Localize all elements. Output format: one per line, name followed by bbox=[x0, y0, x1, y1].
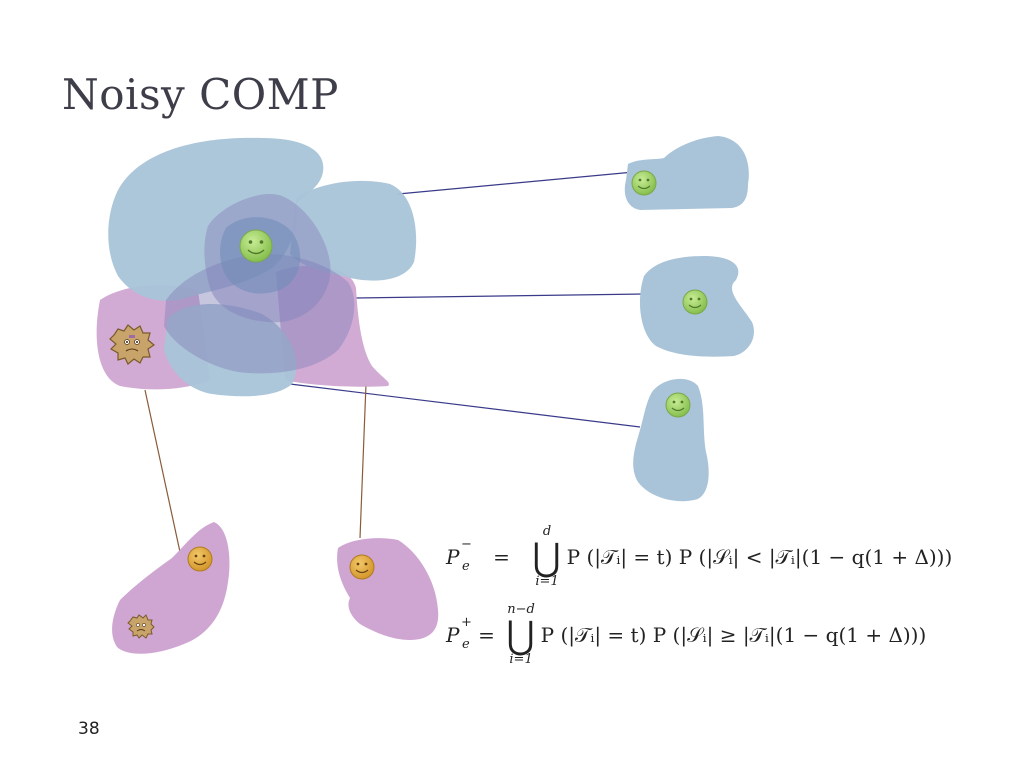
germ-icon bbox=[109, 324, 156, 365]
union-symbol: ⋃ bbox=[533, 535, 562, 579]
connector-line-4 bbox=[144, 389, 181, 553]
smiley-face-icon bbox=[631, 170, 657, 196]
smiley-face-icon bbox=[187, 546, 213, 572]
formula-lhs: P+ e bbox=[446, 615, 472, 652]
union-operator: d ⋃ i=1 bbox=[531, 524, 562, 590]
slide-title: Noisy COMP bbox=[62, 70, 339, 119]
connector-line-3 bbox=[289, 383, 641, 428]
union-upper-limit: d bbox=[542, 524, 552, 539]
smiley-face-icon bbox=[239, 229, 273, 263]
union-upper-limit: n−d bbox=[507, 602, 535, 617]
formula-equals: = bbox=[478, 623, 495, 647]
connector-line-1 bbox=[397, 171, 635, 195]
blue-region-bottom bbox=[164, 303, 297, 397]
formula-rhs: P (|𝒯ᵢ| = t) P (|𝒮ᵢ| ≥ |𝒯ᵢ|(1 − q(1 + Δ)… bbox=[540, 623, 927, 647]
formula-equals: = bbox=[493, 545, 510, 569]
smiley-face-icon bbox=[349, 554, 375, 580]
smiley-face-icon bbox=[665, 392, 691, 418]
formula-p-minus: P− e = d ⋃ i=1 P (|𝒯ᵢ| = t) P (|𝒮ᵢ| < |𝒯ᵢ… bbox=[446, 524, 952, 590]
germ-icon bbox=[127, 614, 155, 639]
formula-lhs: P− e bbox=[446, 537, 472, 574]
lhs-sup: − bbox=[461, 537, 472, 552]
smiley-face-icon bbox=[682, 289, 708, 315]
test-group-1 bbox=[624, 136, 749, 210]
formula-rhs: P (|𝒯ᵢ| = t) P (|𝒮ᵢ| < |𝒯ᵢ|(1 − q(1 + Δ)… bbox=[566, 545, 953, 569]
lhs-base: P bbox=[446, 623, 460, 647]
union-lower-limit: i=1 bbox=[535, 574, 559, 589]
formula-p-plus: P+ e = n−d ⋃ i=1 P (|𝒯ᵢ| = t) P (|𝒮ᵢ| ≥ |… bbox=[446, 602, 926, 668]
lhs-sub: e bbox=[462, 637, 470, 652]
connector-line-5 bbox=[359, 383, 367, 539]
page-number: 38 bbox=[78, 719, 100, 739]
lhs-base: P bbox=[446, 545, 460, 569]
union-symbol: ⋃ bbox=[507, 613, 536, 657]
test-group-4 bbox=[112, 522, 230, 654]
lhs-sup: + bbox=[461, 615, 472, 630]
overlap-region-b bbox=[164, 253, 355, 374]
union-lower-limit: i=1 bbox=[509, 652, 533, 667]
test-group-5 bbox=[337, 538, 439, 640]
lhs-sub: e bbox=[462, 559, 470, 574]
union-operator: n−d ⋃ i=1 bbox=[505, 602, 536, 668]
test-group-3 bbox=[633, 378, 709, 502]
connector-line-2 bbox=[355, 293, 644, 299]
